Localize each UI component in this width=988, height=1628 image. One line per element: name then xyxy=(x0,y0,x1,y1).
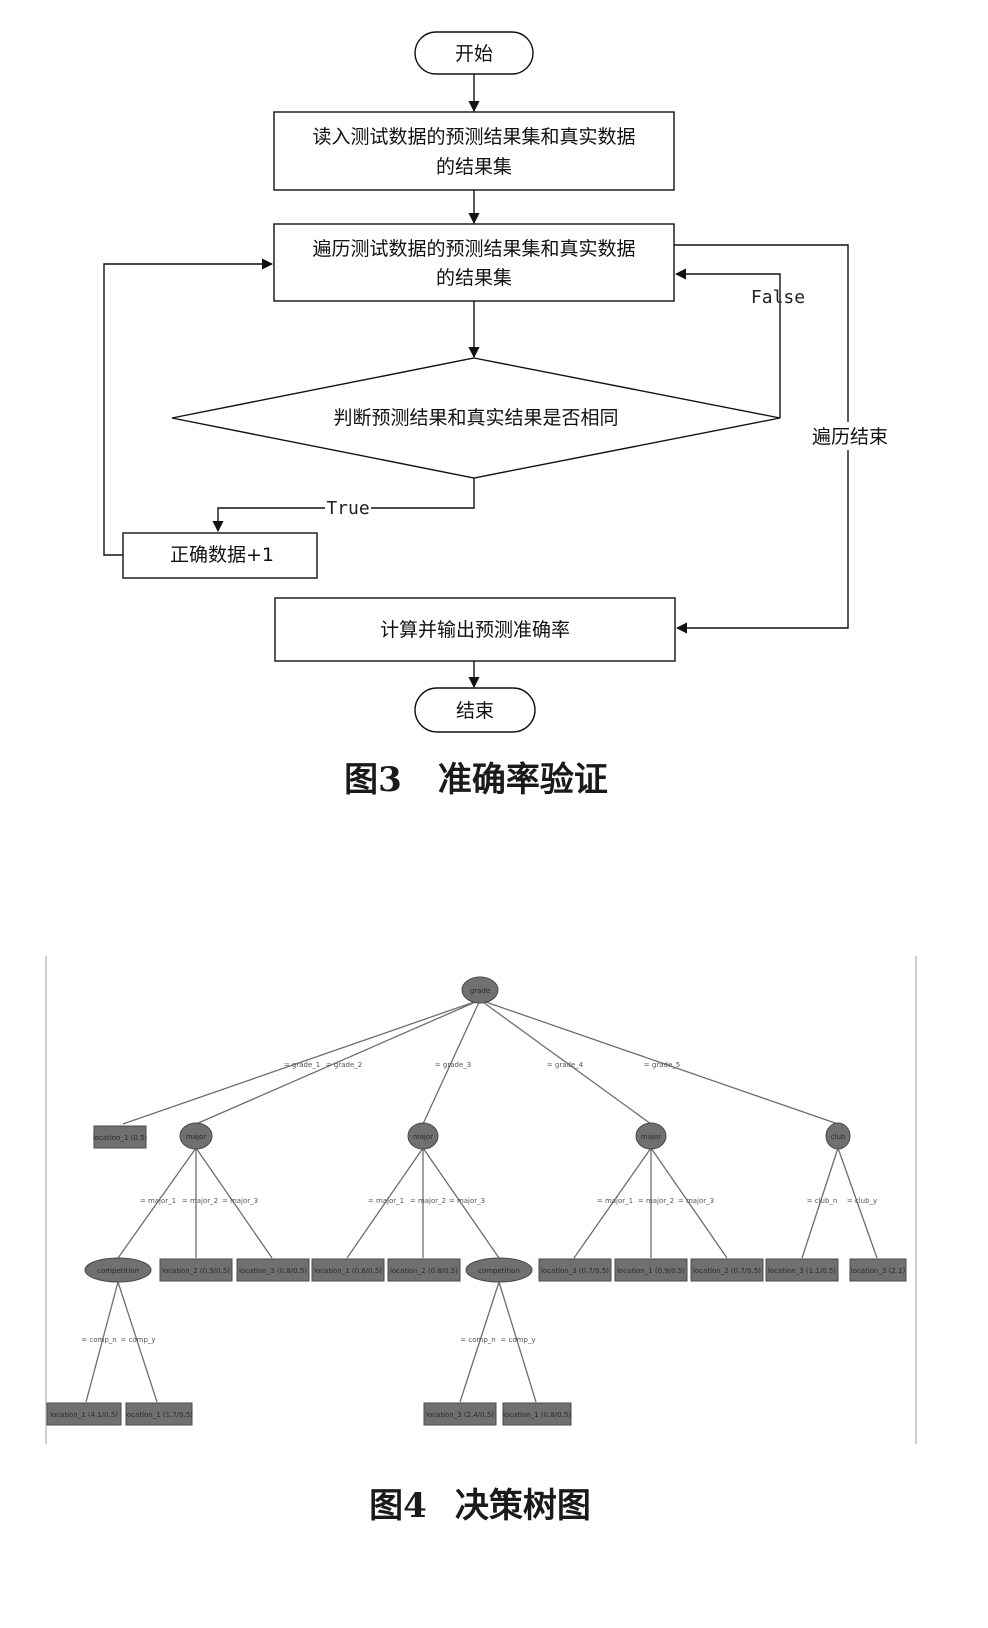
tree-leaf-node xyxy=(46,1402,122,1426)
edge-label-grade-1: = grade_1 xyxy=(284,1061,320,1069)
tree-leaf-node xyxy=(765,1258,839,1282)
tree-leaf-label: location_3 (2.4/0.5) xyxy=(426,1411,494,1419)
figure3-caption-number: 图3 xyxy=(344,760,402,800)
edge-label: = comp_n xyxy=(460,1336,495,1344)
tree-major-label: major xyxy=(641,1133,661,1141)
tree-leaf-label: location_1 (0.9/0.5) xyxy=(617,1267,685,1275)
accuracy-flowchart: 开始 读入测试数据的预测结果集和真实数据 的结果集 遍历测试数据的预测结果集和真… xyxy=(103,31,896,733)
tree-major-label: major xyxy=(413,1133,433,1141)
tree-leaf-node xyxy=(387,1258,461,1282)
tree-leaf-label: location_1 (0.8/0.5) xyxy=(503,1411,571,1419)
increment-label: 正确数据+1 xyxy=(170,544,274,566)
decision-label: 判断预测结果和真实结果是否相同 xyxy=(333,407,618,429)
edge-label: = major_2 xyxy=(638,1197,674,1205)
tree-edges xyxy=(85,999,878,1403)
tree-root-node xyxy=(461,976,499,1004)
tree-leaf-node xyxy=(125,1402,193,1426)
edge-label: = comp_y xyxy=(500,1336,535,1344)
tree-leaf-label: location_1 (0.5) xyxy=(93,1134,148,1142)
tree-major-node xyxy=(407,1122,439,1150)
tree-leaf-node xyxy=(690,1258,764,1282)
edge-label: = major_3 xyxy=(678,1197,714,1205)
edge-label-grade-4: = grade_4 xyxy=(547,1061,584,1069)
read-data-label-line2: 的结果集 xyxy=(436,156,512,178)
compute-box xyxy=(274,597,676,662)
edge-label: = club_y xyxy=(847,1197,877,1205)
tree-leaf-label: location_1 (0.6/0.5) xyxy=(314,1267,382,1275)
compute-label: 计算并输出预测准确率 xyxy=(380,619,570,641)
tree-major-node xyxy=(635,1122,667,1150)
false-label: False xyxy=(751,287,805,308)
edge-label-grade-3: = grade_3 xyxy=(435,1061,471,1069)
tree-leaf-node xyxy=(159,1258,233,1282)
edge-label: = club_n xyxy=(807,1197,838,1205)
tree-competition-label: competition xyxy=(478,1267,520,1275)
edge-label: = major_2 xyxy=(182,1197,218,1205)
figure3-caption: 图3 准确率验证 xyxy=(0,752,970,801)
tree-leaf-node xyxy=(311,1258,385,1282)
figure4-caption-number: 图4 xyxy=(369,1486,427,1526)
tree-major-node xyxy=(179,1122,213,1150)
tree-leaf-node xyxy=(93,1125,147,1149)
traverse-end-label-bg xyxy=(800,422,896,450)
tree-leaf-label: location_3 (2.1) xyxy=(851,1267,906,1275)
figure4-caption: 图4 决策树图 xyxy=(0,1478,974,1527)
traverse-label-line2: 的结果集 xyxy=(436,267,512,289)
tree-leaf-node xyxy=(849,1258,907,1282)
increment-loop-line xyxy=(103,258,274,556)
true-label-bg xyxy=(325,496,371,518)
increment-box xyxy=(122,532,318,579)
figure3-caption-title: 准确率验证 xyxy=(437,760,608,800)
traverse-box xyxy=(273,223,675,302)
figure4-caption-title: 决策树图 xyxy=(454,1486,591,1526)
tree-leaf-node xyxy=(502,1402,572,1426)
tree-leaf-label: location_3 (0.8/0.5) xyxy=(239,1267,307,1275)
read-data-box xyxy=(273,111,675,191)
edge-label: = major_2 xyxy=(410,1197,446,1205)
true-label: True xyxy=(326,498,369,519)
tree-leaf-label: location_1 (4.1/0.5) xyxy=(50,1411,118,1419)
traverse-end-label: 遍历结束 xyxy=(812,426,888,448)
tree-leaf-label: location_1 (1.7/0.5) xyxy=(125,1411,193,1419)
tree-leaf-label: location_2 (0.7/0.5) xyxy=(693,1267,761,1275)
end-terminal xyxy=(414,687,536,733)
tree-leaf-node xyxy=(236,1258,310,1282)
edge-label-grade-5: = grade_5 xyxy=(644,1061,680,1069)
tree-club-label: club xyxy=(831,1133,846,1141)
edge-label: = major_1 xyxy=(368,1197,404,1205)
tree-root-label: grade xyxy=(470,987,490,995)
decision-tree-figure: = grade_1 = grade_2 = grade_3 = grade_4 … xyxy=(45,956,917,1444)
tree-major-label: major xyxy=(186,1133,206,1141)
start-label: 开始 xyxy=(455,43,493,65)
tree-leaf-node xyxy=(538,1258,612,1282)
tree-leaf-label: location_3 (0.7/0.5) xyxy=(541,1267,609,1275)
edge-label: = major_1 xyxy=(140,1197,176,1205)
tree-competition-node xyxy=(84,1257,152,1283)
end-label: 结束 xyxy=(456,700,494,722)
tree-leaf-node xyxy=(614,1258,688,1282)
edge-label: = comp_n xyxy=(81,1336,116,1344)
tree-leaf-label: location_2 (0.9/0.5) xyxy=(162,1267,230,1275)
edge-label: = comp_y xyxy=(120,1336,155,1344)
traverse-label-line1: 遍历测试数据的预测结果集和真实数据 xyxy=(312,238,635,260)
edge-label-grade-2: = grade_2 xyxy=(326,1061,362,1069)
read-data-label-line1: 读入测试数据的预测结果集和真实数据 xyxy=(312,126,635,148)
tree-club-node xyxy=(825,1122,851,1150)
false-loop-line xyxy=(674,268,781,418)
edge-label: = major_3 xyxy=(222,1197,258,1205)
edge-label: = major_3 xyxy=(449,1197,485,1205)
edge-label: = major_1 xyxy=(597,1197,633,1205)
tree-competition-node xyxy=(465,1257,533,1283)
tree-panel xyxy=(45,956,917,1444)
tree-leaf-node xyxy=(423,1402,497,1426)
tree-leaf-label: location_3 (1.1/0.5) xyxy=(768,1267,836,1275)
tree-competition-label: competition xyxy=(97,1267,139,1275)
tree-leaf-label: location_2 (0.8/0.5) xyxy=(390,1267,458,1275)
